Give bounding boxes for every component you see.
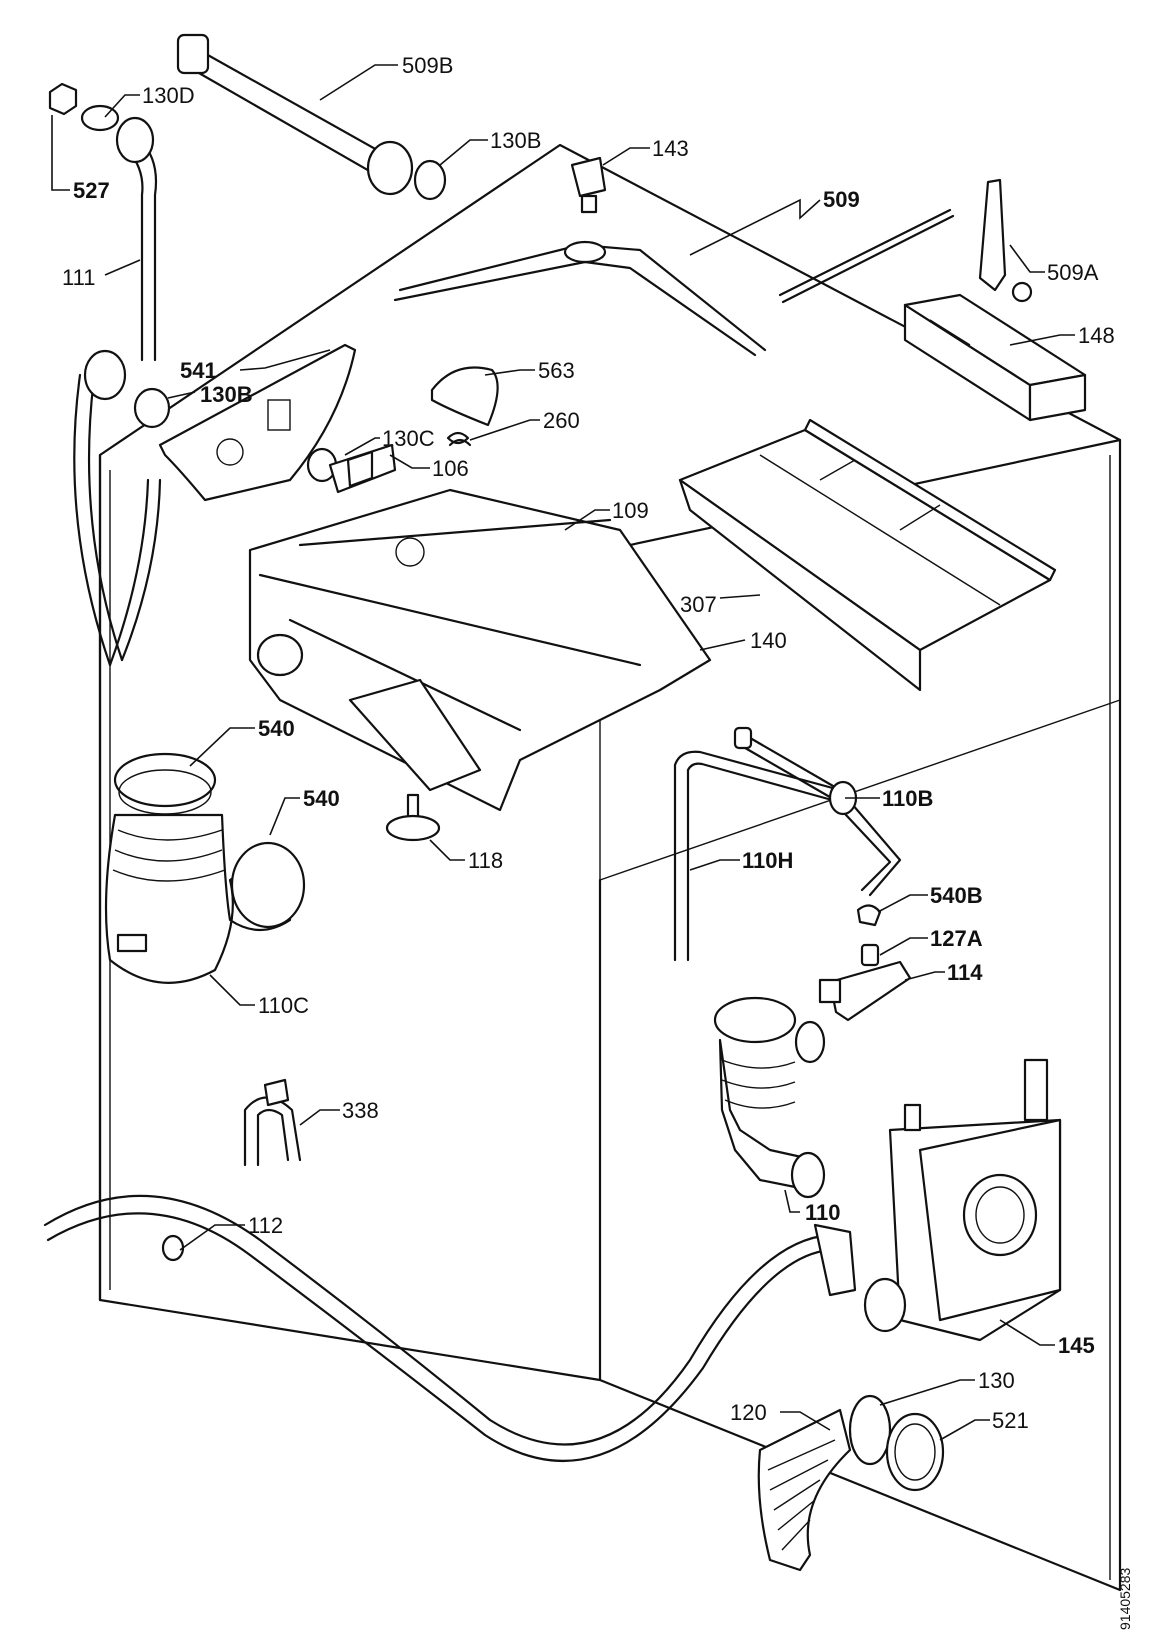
label-521: 521	[992, 1408, 1029, 1433]
label-540b: 540B	[930, 883, 983, 908]
label-307: 307	[680, 592, 717, 617]
label-109: 109	[612, 498, 649, 523]
label-143: 143	[652, 136, 689, 161]
hose-110b	[733, 726, 858, 816]
inlet-hose-509b	[176, 33, 447, 201]
label-130b-top: 130B	[490, 128, 541, 153]
hose-loop-left	[73, 349, 162, 667]
clip-338	[243, 1078, 302, 1167]
label-338: 338	[342, 1098, 379, 1123]
label-148: 148	[1078, 323, 1115, 348]
lever-509	[393, 208, 955, 357]
label-527: 527	[73, 178, 110, 203]
label-145: 145	[1058, 1333, 1095, 1358]
label-563: 563	[538, 358, 575, 383]
nut-527	[48, 82, 120, 132]
lever-509a	[978, 178, 1033, 303]
label-130d: 130D	[142, 83, 195, 108]
bracket-541	[133, 343, 357, 502]
label-110: 110	[805, 1200, 841, 1225]
hose-111	[115, 116, 158, 362]
label-540-a: 540	[258, 716, 295, 741]
label-509b: 509B	[402, 53, 453, 78]
part-labels: 509B 130D 527 130B 143 509 509A 111 148 …	[62, 53, 1133, 1630]
label-540-b: 540	[303, 786, 340, 811]
label-130c: 130C	[382, 426, 435, 451]
label-509: 509	[823, 187, 860, 212]
small-hose-parts	[818, 904, 912, 1022]
filter-120	[757, 1394, 945, 1572]
drain-hose-112	[43, 1194, 857, 1463]
label-110b: 110B	[882, 786, 933, 811]
label-110h: 110H	[742, 848, 793, 873]
hose-140	[673, 750, 902, 962]
label-509a: 509A	[1047, 260, 1099, 285]
leader-lines	[51, 64, 1075, 1441]
label-130b-mid: 130B	[200, 382, 253, 407]
label-260: 260	[543, 408, 580, 433]
sump-110c	[104, 752, 306, 984]
label-114: 114	[947, 960, 983, 985]
label-127a: 127A	[930, 926, 983, 951]
document-code: 91405283	[1117, 1567, 1133, 1630]
label-118: 118	[468, 848, 503, 873]
label-106: 106	[432, 456, 469, 481]
label-140: 140	[750, 628, 787, 653]
part-118	[385, 793, 441, 842]
label-541: 541	[180, 358, 217, 383]
label-111: 111	[62, 265, 95, 290]
part-148	[903, 293, 1087, 422]
label-120: 120	[730, 1400, 767, 1425]
dispenser-housing-109	[248, 488, 712, 812]
small-parts	[306, 366, 499, 494]
pump-145	[863, 1058, 1062, 1342]
drawer-307	[678, 418, 1057, 692]
knob-143	[570, 156, 607, 214]
label-110c: 110C	[258, 993, 309, 1018]
bellows-110	[713, 996, 826, 1199]
label-112: 112	[248, 1213, 283, 1238]
label-130: 130	[978, 1368, 1015, 1393]
